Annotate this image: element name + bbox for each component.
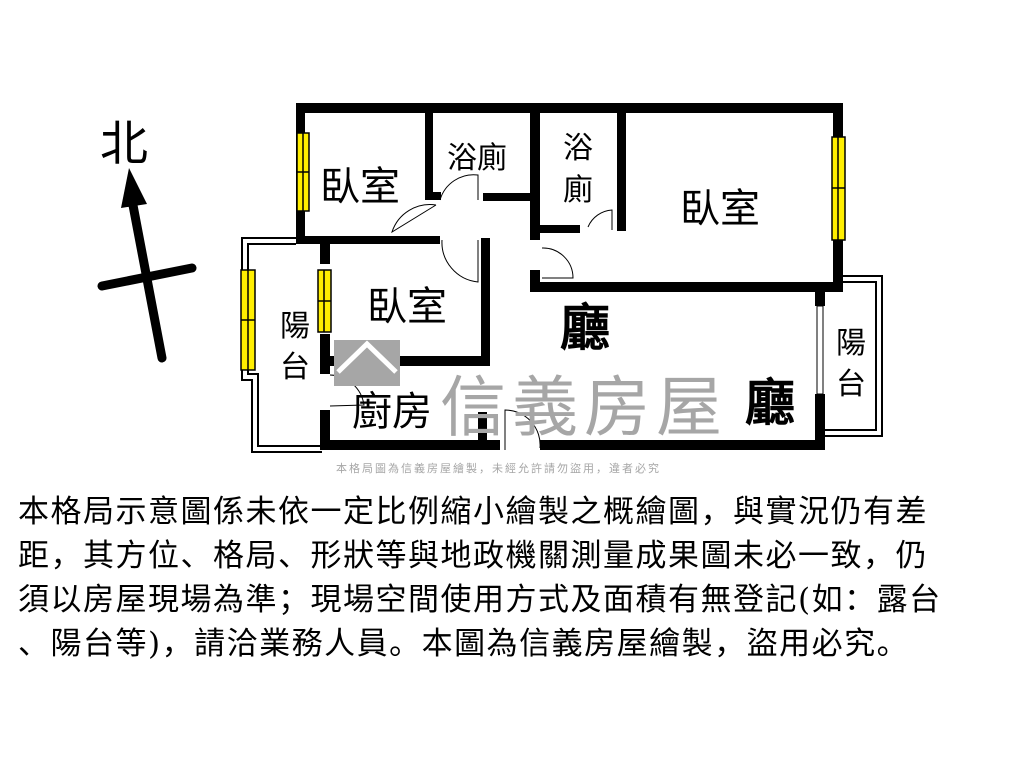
room-label-balcony-right-bottom: 台 bbox=[836, 367, 866, 402]
disclaimer-line: 距，其方位、格局、形狀等與地政機關測量成果圖未必一致，仍 bbox=[18, 538, 928, 574]
room-label-bedroom: 臥室 bbox=[320, 164, 400, 210]
watermark-notice: 本格局圖為信義房屋繪製，未經允許請勿盜用，違者必究 bbox=[336, 461, 661, 475]
north-label: 北 bbox=[100, 116, 148, 172]
balcony-right-outline bbox=[825, 275, 883, 437]
windows bbox=[240, 132, 846, 371]
north-arrow-icon bbox=[97, 168, 197, 363]
room-label-bath-top: 浴 bbox=[563, 131, 593, 166]
room-label-bath: 浴廁 bbox=[447, 141, 507, 176]
floor-plan: 北 bbox=[97, 103, 883, 475]
room-label-bath-bottom: 廁 bbox=[563, 173, 593, 208]
room-label-kitchen: 廚房 bbox=[352, 389, 432, 435]
balcony-left-outline bbox=[241, 237, 322, 453]
watermark-logo bbox=[334, 340, 400, 386]
room-label-living-2: 廳 bbox=[745, 373, 795, 432]
room-label-balcony-left-top: 陽 bbox=[280, 309, 310, 344]
room-label-balcony-left-bottom: 台 bbox=[280, 350, 310, 385]
room-label-living-1: 廳 bbox=[560, 298, 610, 357]
room-label-balcony-right-top: 陽 bbox=[836, 326, 866, 361]
disclaimer: 本格局示意圖係未依一定比例縮小繪製之概繪圖，與實況仍有差 距，其方位、格局、形狀… bbox=[18, 490, 1018, 666]
disclaimer-line: 、陽台等)，請洽業務人員。本圖為信義房屋繪製，盜用必究。 bbox=[18, 626, 910, 662]
room-label-bedroom-middle: 臥室 bbox=[367, 284, 447, 330]
disclaimer-line: 須以房屋現場為準；現場空間使用方式及面積有無登記(如：露台 bbox=[18, 582, 942, 618]
room-label-master-bedroom: 臥室 bbox=[680, 186, 760, 232]
balcony-sliding-door bbox=[816, 305, 824, 395]
watermark-brand: 信義房屋 bbox=[440, 369, 728, 446]
disclaimer-line: 本格局示意圖係未依一定比例縮小繪製之概繪圖，與實況仍有差 bbox=[18, 494, 928, 530]
